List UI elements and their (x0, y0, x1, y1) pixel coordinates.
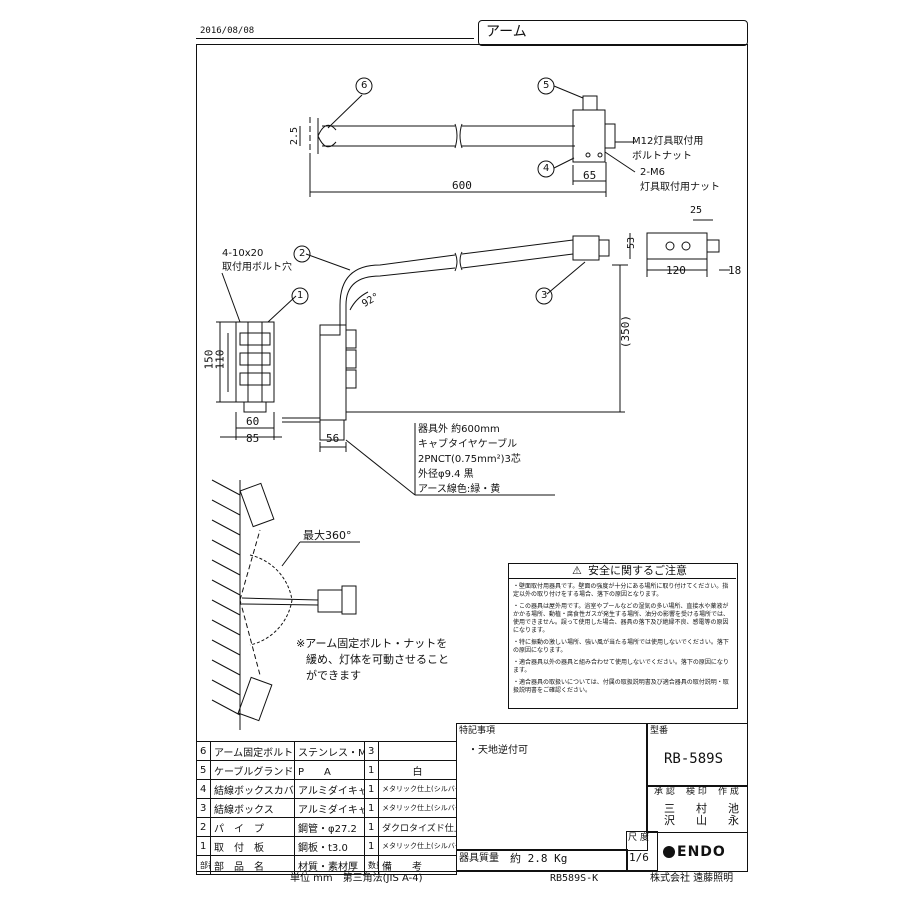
balloon-5: 5 (543, 80, 550, 91)
footer-unit: 単位 mm 第三角法(JIS A-4) (290, 873, 423, 884)
balloon-3: 3 (541, 290, 548, 301)
spec-box (456, 723, 648, 851)
brand-mark-icon (663, 846, 675, 858)
weight-box (456, 849, 628, 871)
model-label: 型番 (650, 726, 669, 736)
spec-label: 特記事項 (459, 726, 496, 736)
caution-title: 安全に関するご注意 (588, 564, 687, 577)
title-box (478, 20, 748, 46)
table-header: 部番部 品 名材質・素材厚数量備 考 (196, 855, 457, 875)
dim-rotation: 最大360° (303, 529, 352, 542)
table-row: 4結線ボックスカバーアルミダイキャスト1メタリック仕上(シルバーメタリック) (196, 779, 457, 799)
approval-h2: 検 印 (686, 787, 707, 797)
cable-note-3: 2PNCT(0.75mm²)3芯 (418, 454, 521, 465)
dim-25: 25 (690, 205, 703, 216)
callout-m12-line1: M12灯具取付用 (632, 136, 704, 147)
caution-item: ・特に振動の激しい場所、強い風が当たる場所では使用しないでください。落下の原因に… (513, 639, 729, 654)
rotation-view (211, 479, 360, 730)
dim-2-5: 2.5 (289, 126, 301, 146)
footer-code: RB589S-K (550, 873, 599, 884)
callout-holes-line2: 取付用ボルト穴 (222, 262, 292, 273)
balloon-6: 6 (361, 80, 368, 91)
rotation-note-2: 緩め、灯体を可動させること (306, 653, 449, 666)
main-frame (196, 44, 748, 872)
dim-350: (350) (619, 314, 633, 349)
approval-h1: 承 認 (654, 787, 675, 797)
caution-item: ・適合器具以外の器具と組み合わせて使用しないでください。落下の原因になります。 (513, 659, 729, 674)
callout-holes-line1: 4-10x20 (222, 248, 264, 259)
footer-company: 株式会社 遠藤照明 (650, 873, 734, 884)
front-view (282, 235, 628, 452)
dim-53: 53 (626, 236, 638, 250)
cable-note-1: 器具外 約600mm (418, 424, 500, 435)
balloon-2: 2 (299, 248, 306, 259)
rotation-note-1: ※アーム固定ボルト・ナットを (296, 637, 448, 650)
scale-value: 1/6 (629, 851, 649, 864)
dim-110: 110 (213, 349, 227, 370)
table-row: 3結線ボックスアルミダイキャスト1メタリック仕上(シルバーメタリック) (196, 798, 457, 818)
warning-icon: ⚠ (572, 564, 582, 577)
caution-list: ・壁面取付用器具です。壁面の強度が十分にある場所に取り付けてください。指定以外の… (513, 583, 733, 695)
leaders (267, 85, 636, 496)
callout-m12-line2: ボルトナット (632, 151, 692, 162)
weight-label: 器具質量 (459, 853, 499, 864)
cable-note-5: アース線色:緑・黄 (418, 484, 501, 495)
dim-600: 600 (452, 179, 472, 192)
title-text: アーム (486, 24, 527, 40)
dim-85: 85 (246, 432, 260, 445)
approval-box (646, 785, 748, 833)
cable-note-2: キャブタイヤケーブル (418, 439, 518, 450)
brand-logo: ENDO (663, 845, 726, 859)
caution-box (508, 563, 738, 709)
rotation-note-3: ができます (306, 669, 361, 682)
balloon-1: 1 (297, 290, 304, 301)
dim-60: 60 (246, 415, 260, 428)
caution-item: ・この器具は屋外用です。浴室やプールなどの湿気の多い場所、直接水や薬液がかかる場… (513, 603, 730, 634)
scale-box (626, 831, 658, 871)
balloon-4: 4 (543, 163, 550, 174)
approval-h3: 作 成 (718, 787, 739, 797)
brand-name: ENDO (677, 844, 726, 860)
dim-56: 56 (326, 432, 340, 445)
caution-title-bar (508, 563, 736, 579)
dim-18: 18 (728, 264, 742, 277)
top-view (299, 95, 616, 197)
approval-c: 池永 (728, 802, 739, 827)
model-value: RB-589S (664, 751, 724, 767)
scale-label: 尺 度 (628, 833, 649, 843)
caution-item: ・壁面取付用器具です。壁面の強度が十分にある場所に取り付けてください。指定以外の… (513, 583, 729, 598)
model-box (646, 723, 748, 787)
dim-120: 120 (666, 264, 686, 277)
date-text: 2016/08/08 (200, 26, 255, 36)
cable-note-4: 外径φ9.4 黒 (418, 469, 474, 480)
callout-m6-line2: 灯具取付用ナット (640, 182, 720, 193)
date-box (196, 26, 474, 39)
box-end-view (629, 219, 730, 277)
approval-b: 村山 (696, 802, 707, 827)
caution-item: ・適合器具の取扱いについては、付属の取扱説明書及び適合器具の取付説明・取扱説明書… (513, 679, 729, 694)
callout-m6-line1: 2-M6 (640, 167, 665, 178)
plate-view (216, 272, 282, 440)
dim-65: 65 (583, 169, 597, 182)
spec-text: ・天地逆付可 (468, 745, 528, 756)
weight-value: 約 2.8 Kg (510, 852, 568, 865)
approval-a: 三沢 (664, 802, 675, 827)
